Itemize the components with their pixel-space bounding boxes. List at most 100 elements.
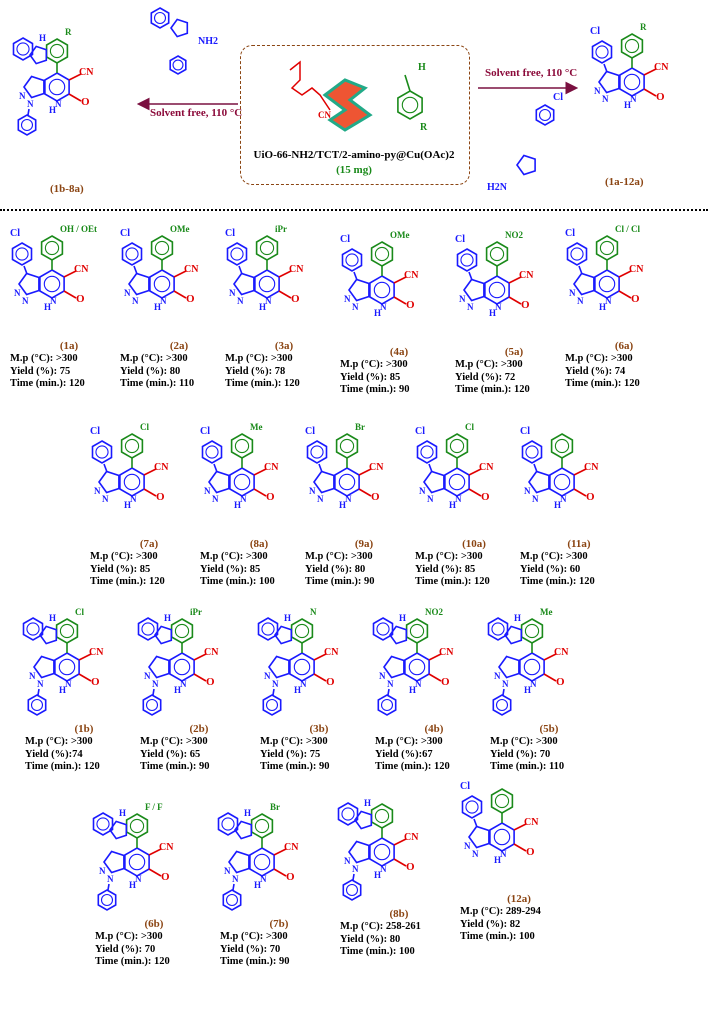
nh-n: N [50, 296, 57, 306]
pyrazole-n2: N [352, 302, 359, 312]
melting-point: M.p (°C): 258-261 [340, 921, 421, 932]
indole-pyrrole [154, 625, 173, 645]
left-product-id: (1b-8a) [50, 183, 84, 195]
reagent-pyrazole [170, 18, 189, 38]
carbonyl-bond [468, 488, 482, 497]
chlorophenyl-ring [306, 440, 328, 464]
section-divider [0, 209, 708, 211]
pyridinone-ring [369, 275, 395, 305]
nitrile-bond [253, 468, 267, 476]
n-phenyl-ring [222, 889, 242, 911]
aryl-ring [40, 235, 64, 261]
reaction-time: Time (min.): 110 [120, 378, 195, 389]
aryl-ring [170, 618, 194, 644]
melting-point: M.p (°C): >300 [140, 736, 208, 747]
nitrile-bond [428, 653, 442, 661]
pyrazole-ring [148, 655, 170, 679]
melting-point: M.p (°C): >300 [340, 359, 408, 370]
indole-benzene [337, 802, 359, 826]
nitrile-label: CN [479, 462, 494, 473]
nitrile-bond [173, 270, 187, 278]
substituent-label: OMe [390, 230, 410, 240]
pyrazole-ring [348, 840, 370, 864]
chlorophenyl-ring [121, 242, 143, 266]
nitrile-label: CN [184, 264, 199, 275]
chlorophenyl-bond [468, 271, 473, 281]
pyrazole-n: N [264, 671, 271, 681]
pyrazole-n: N [459, 294, 466, 304]
yield: Yield (%): 74 [565, 365, 626, 377]
compound-id: (11a) [567, 538, 591, 550]
pyrazole-n: N [19, 91, 26, 101]
chlorophenyl-ring [341, 248, 363, 272]
cl-label: Cl [520, 426, 530, 437]
indole-h: H [244, 808, 251, 818]
yield: Yield (%): 80 [120, 365, 181, 377]
chlorophenyl-bond [603, 63, 608, 73]
indole-benzene [12, 37, 34, 61]
pyrazole-n: N [224, 866, 231, 876]
melting-point: M.p (°C): >300 [565, 353, 633, 364]
reaction-time: Time (min.): 120 [95, 956, 170, 967]
pyrazole-n2: N [232, 874, 239, 884]
reagent-h2n: H2N [487, 182, 508, 193]
nitrile-bond [643, 68, 657, 76]
melting-point: M.p (°C): >300 [120, 353, 188, 364]
substituent-label: OH / OEt [60, 224, 97, 234]
pyrazole-n: N [144, 671, 151, 681]
indole-pyrrole [274, 625, 293, 645]
pyrazole-n2: N [237, 296, 244, 306]
n-phenyl-ring [97, 889, 117, 911]
cl-label: Cl [225, 228, 235, 239]
pyridinone-ring [54, 652, 80, 682]
indole-h: H [39, 33, 46, 43]
substituent-label: F / F [145, 802, 163, 812]
carbonyl-o: O [406, 861, 415, 873]
nitrile-label: CN [584, 462, 599, 473]
carbonyl-o: O [521, 299, 530, 311]
pyridinone-ring [484, 275, 510, 305]
carbonyl-o: O [371, 491, 380, 503]
nh-n: N [180, 679, 187, 689]
pyrazole-ring [228, 850, 250, 874]
pyrazole-n2: N [102, 494, 109, 504]
nh-h: H [554, 500, 561, 510]
reaction-time: Time (min.): 90 [340, 384, 410, 395]
pyrazole-n2: N [272, 679, 279, 689]
pyrazole-ring [98, 470, 120, 494]
right-product-id: (1a-12a) [605, 176, 644, 188]
n-phenyl-ring [142, 694, 162, 716]
chlorophenyl-bond [353, 271, 358, 281]
aryl-ring [250, 813, 274, 839]
chlorophenyl-ring [226, 242, 248, 266]
pyrazole-ring [23, 75, 45, 99]
carbonyl-o: O [556, 676, 565, 688]
melting-point: M.p (°C): >300 [25, 736, 93, 747]
nitrile-label: CN [519, 270, 534, 281]
pyrazole-ring [463, 278, 485, 302]
melting-point: M.p (°C): >300 [260, 736, 328, 747]
pyrazole-n2: N [27, 99, 34, 109]
pyrazole-n: N [204, 486, 211, 496]
compound-id: (2b) [189, 723, 209, 735]
carbonyl-bond [358, 488, 372, 497]
carbonyl-bond [508, 296, 522, 305]
pyrazole-n2: N [472, 849, 479, 859]
melting-point: M.p (°C): >300 [490, 736, 558, 747]
yield: Yield (%): 85 [340, 371, 401, 383]
compound-id: (6a) [614, 340, 634, 352]
substituent-label: Me [250, 422, 263, 432]
indole-pyrrole [504, 625, 523, 645]
nh-n: N [300, 679, 307, 689]
melting-point: M.p (°C): >300 [375, 736, 443, 747]
compound-id: (2a) [169, 340, 189, 352]
nitrile-label: CN [154, 462, 169, 473]
chlorophenyl-bond [213, 463, 218, 473]
melting-point: M.p (°C): >300 [10, 353, 78, 364]
